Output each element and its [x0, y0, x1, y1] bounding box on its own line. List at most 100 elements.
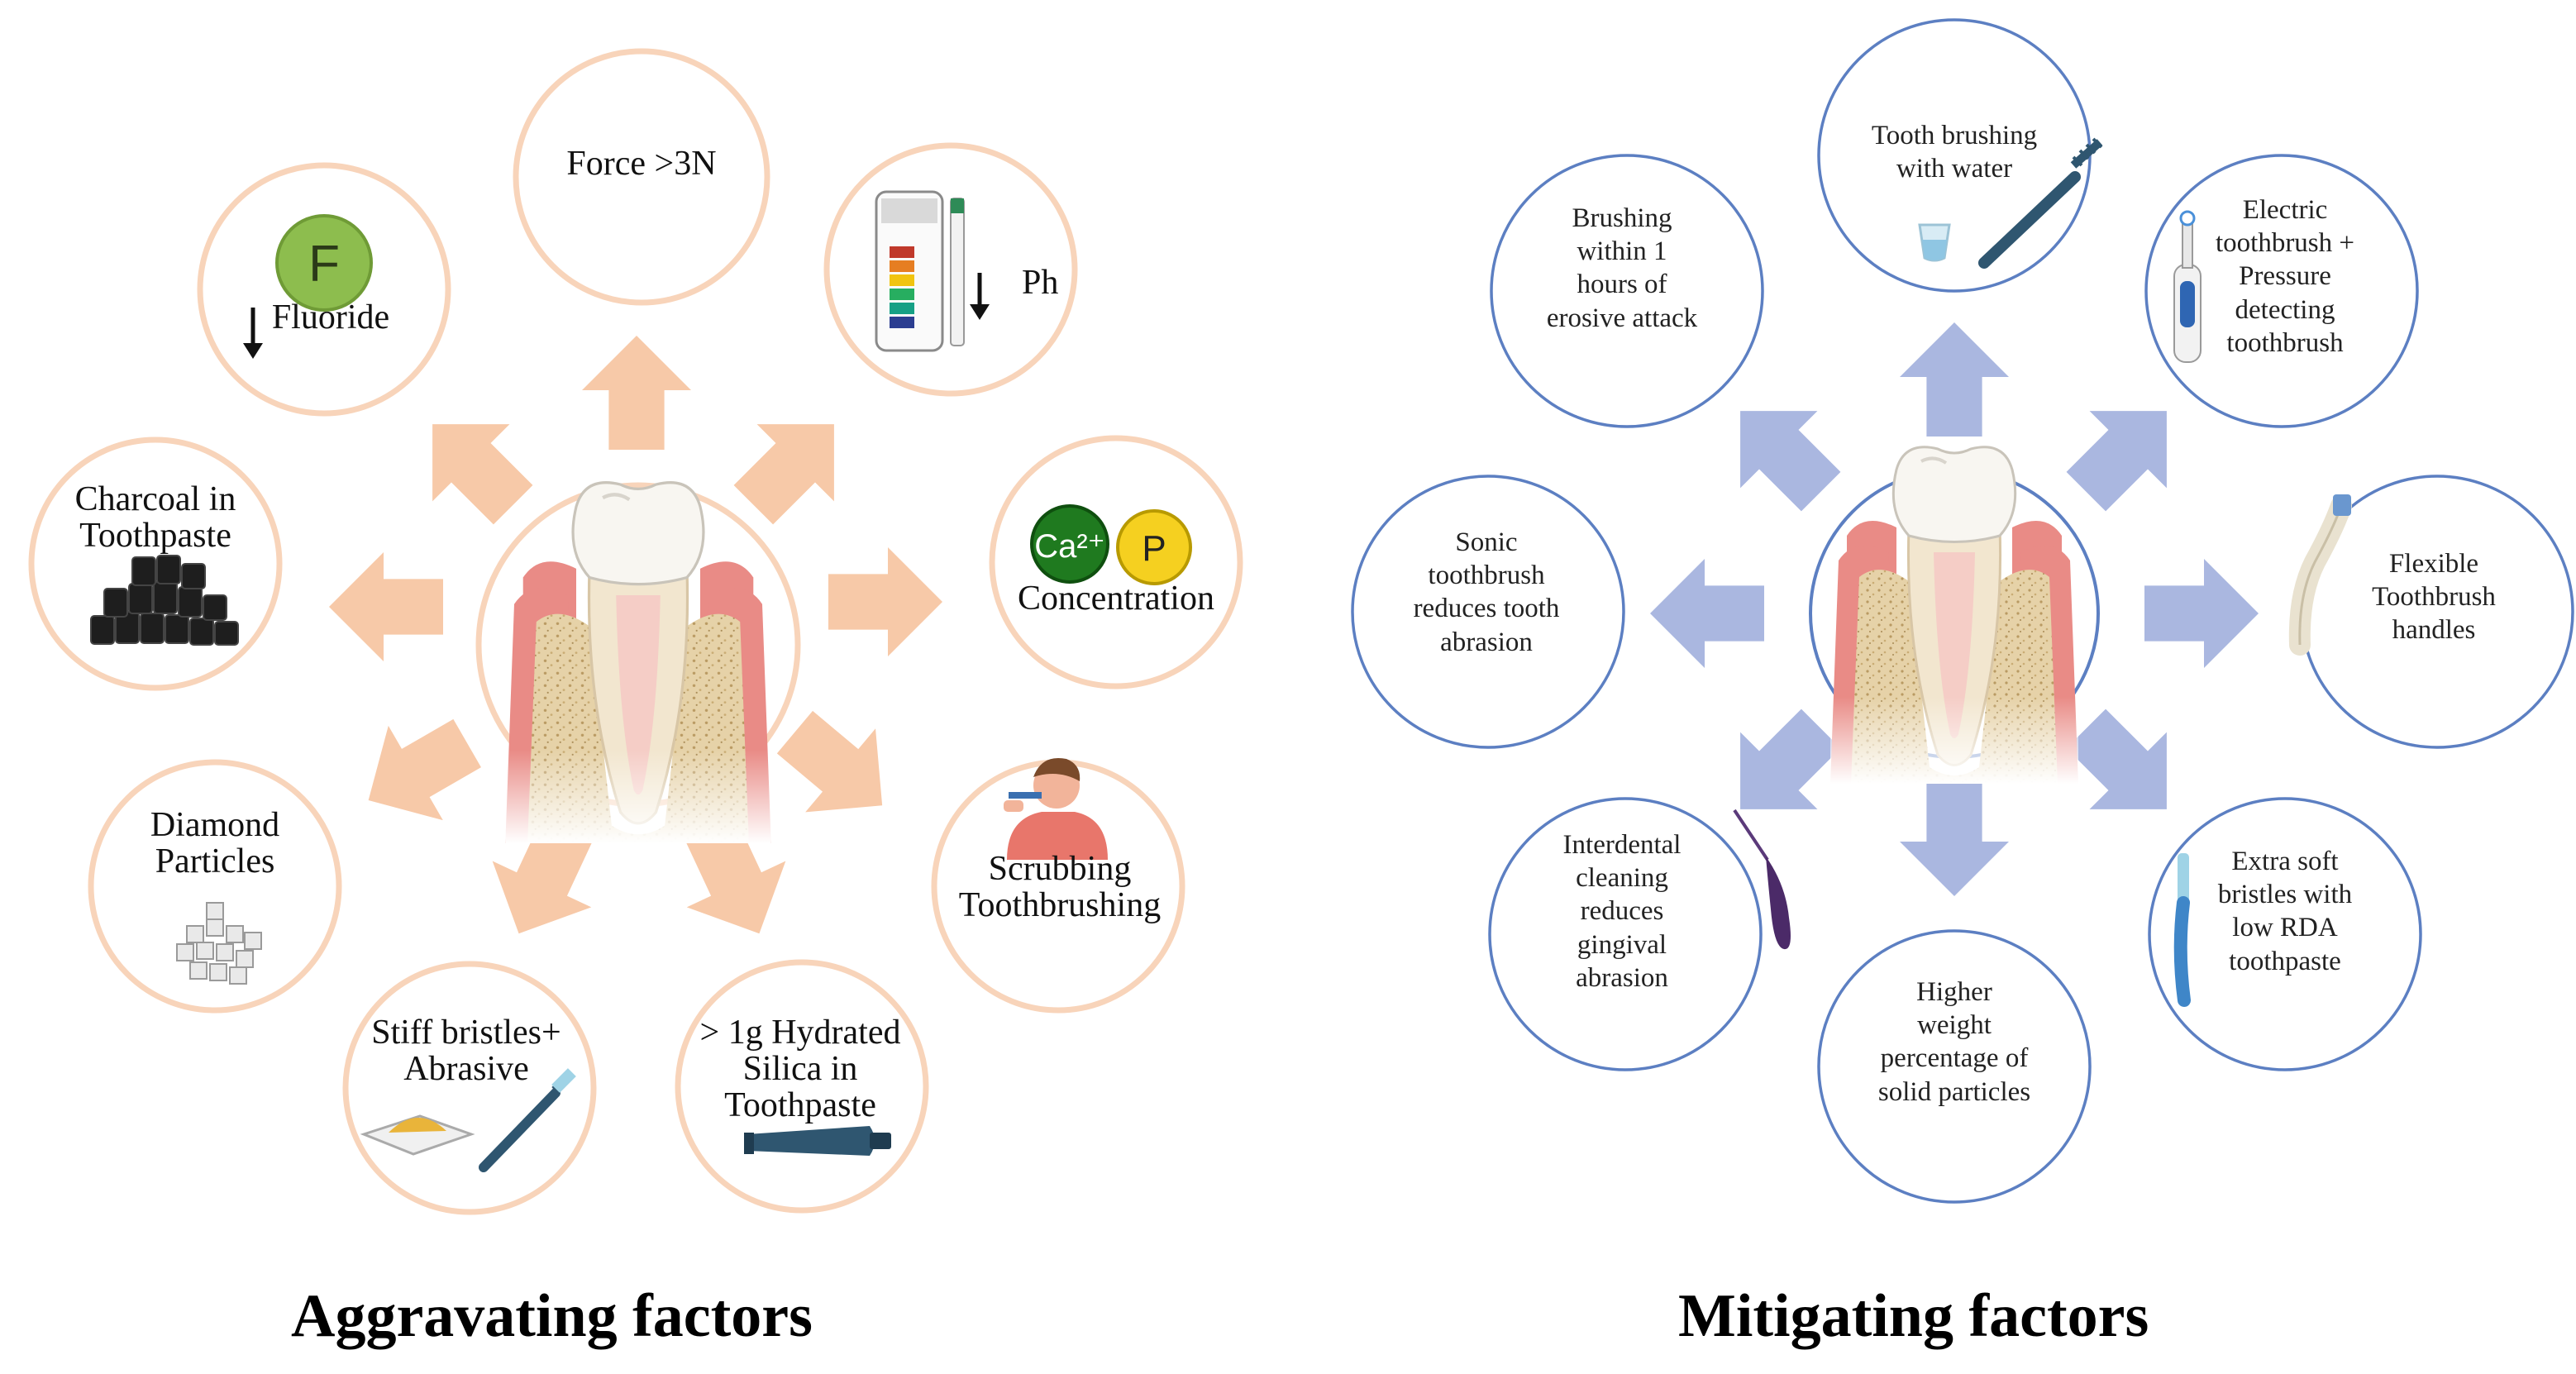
mitigating-label-6-line-3: abrasion [1440, 627, 1533, 657]
mitigating-label-5-line-3: gingival [1577, 929, 1667, 960]
aggravating-label-2-line-0: Concentration [1018, 580, 1214, 618]
mitigating-arrow-6 [1650, 559, 1764, 668]
mitigating-label-6-line-0: Sonic [1455, 527, 1518, 557]
mitigating-label-7-line-2: hours of [1577, 270, 1667, 300]
mitigating-node-circle-5 [1488, 797, 1763, 1071]
mitigating-label-4-line-0: Higher [1916, 976, 1992, 1007]
mitigating-label-4-line-1: weight [1917, 1010, 1992, 1041]
interdental-brush-icon [1733, 809, 1791, 950]
mitigating-label-7-line-1: within 1 [1577, 236, 1667, 267]
aggravating-label-4-line-0: > 1g Hydrated [699, 1014, 901, 1052]
mitigating-arrow-7 [1740, 411, 1841, 512]
aggravating-label-7-line-1: Toothpaste [79, 517, 231, 556]
mitigating-arrow-4 [1900, 782, 2009, 896]
aggravating-label-2: Concentration [992, 580, 1240, 617]
aggravating-arrow-3 [776, 710, 883, 813]
mitigating-group [1351, 18, 2574, 1204]
aggravating-arrow-4 [685, 818, 786, 934]
aggravating-label-7-line-0: Charcoal in [74, 480, 236, 519]
soft-toothbrush-icon [2173, 853, 2191, 1007]
aggravating-caption: Aggravating factors [291, 1282, 813, 1350]
mitigating-label-0: Tooth brushing with water [1830, 119, 2078, 186]
mitigating-label-5-line-0: Interdental [1562, 829, 1682, 860]
mitigating-label-7-line-0: Brushing [1572, 203, 1672, 233]
aggravating-label-0-line-0: Force >3N [566, 145, 717, 184]
aggravating-arrow-2 [828, 547, 942, 656]
mitigating-node-circle-4 [1817, 929, 2092, 1204]
aggravating-arrow-5 [492, 818, 593, 934]
aggravating-label-6-line-1: Particles [155, 842, 275, 881]
mitigating-label-7-line-3: erosive attack [1546, 303, 1698, 333]
fluoride-badge-text: F [308, 236, 340, 293]
aggravating-node-circle-8 [197, 162, 451, 417]
aggravating-arrow-6 [368, 718, 481, 821]
aggravating-label-3-line-0: Scrubbing [988, 850, 1132, 889]
toothbrush-abrasive-icon [360, 1068, 576, 1172]
aggravating-label-8-line-0: Fluoride [271, 298, 390, 337]
mitigating-arrow-5 [1740, 708, 1841, 809]
mitigating-arrow-0 [1900, 322, 2009, 437]
aggravating-label-0: Force >3N [518, 146, 766, 182]
aggravating-node-circle-2 [989, 435, 1243, 689]
aggravating-label-3-line-1: Toothbrushing [958, 886, 1162, 925]
mitigating-arrow-3 [2066, 708, 2167, 809]
ph-strip-icon [875, 190, 990, 352]
aggravating-node-circle-4 [675, 959, 929, 1214]
phosphate-badge-text: P [1142, 528, 1166, 569]
person-brushing-icon [1004, 757, 1108, 860]
mitigating-label-1-line-3: detecting [2235, 294, 2335, 325]
mitigating-label-5-line-2: reduces [1580, 896, 1664, 927]
aggravating-label-5-line-1: Abrasive [403, 1050, 529, 1089]
mitigating-label-0-line-0: Tooth brushing [1871, 120, 2038, 150]
mitigating-label-3-line-3: toothpaste [2229, 946, 2341, 976]
calcium-phosphate-icon: Ca²⁺ P [1030, 504, 1192, 585]
mitigating-label-4-line-2: percentage of [1880, 1043, 2029, 1074]
mitigating-label-3-line-0: Extra soft [2231, 846, 2339, 876]
mitigating-tooth-icon [1830, 437, 2078, 784]
aggravating-label-1-line-0: Ph [1022, 264, 1059, 303]
mitigating-label-2-line-0: Flexible [2388, 548, 2479, 579]
mitigating-label-2-line-1: Toothbrush [2372, 582, 2496, 613]
mitigating-label-6-line-2: reduces tooth [1413, 594, 1560, 624]
toothpaste-tube-icon [744, 1126, 891, 1156]
mitigating-node-circle-6 [1351, 475, 1625, 749]
mitigating-arrow-1 [2066, 411, 2167, 512]
mitigating-label-3-line-1: bristles with [2217, 880, 2353, 910]
aggravating-label-4-line-1: Silica in [742, 1050, 858, 1089]
mitigating-label-3-line-2: low RDA [2232, 913, 2338, 943]
mitigating-label-1-line-1: toothbrush + [2215, 228, 2355, 259]
aggravating-label-5-line-0: Stiff bristles+ [371, 1014, 561, 1052]
aggravating-group: F Ca²⁺ P [28, 48, 1243, 1215]
mitigating-label-5-line-4: abrasion [1576, 962, 1668, 993]
mitigating-label-1-line-0: Electric [2242, 194, 2328, 225]
aggravating-arrow-0 [582, 336, 691, 450]
charcoal-icon [90, 555, 239, 646]
aggravating-node-circle-1 [823, 142, 1078, 397]
mitigating-label-6-line-1: toothbrush [1428, 561, 1545, 591]
mitigating-label-0-line-1: with water [1896, 154, 2013, 184]
aggravating-arrow-7 [329, 552, 443, 661]
aggravating-node-circle-6 [88, 759, 342, 1014]
mitigating-arrow-2 [2144, 559, 2259, 668]
aggravating-label-5: Stiff bristles+Abrasive [342, 1014, 590, 1087]
aggravating-node-circle-7 [28, 437, 283, 691]
aggravating-node-circle-0 [513, 48, 770, 306]
mitigating-label-1-line-2: Pressure [2239, 261, 2331, 292]
electric-toothbrush-icon [2173, 210, 2202, 363]
aggravating-node-circle-5 [342, 961, 597, 1215]
aggravating-tooth-icon [505, 471, 770, 843]
mitigating-caption: Mitigating factors [1678, 1282, 2149, 1350]
mitigating-label-5-line-1: cleaning [1576, 863, 1668, 894]
diamond-particles-icon [176, 902, 262, 985]
